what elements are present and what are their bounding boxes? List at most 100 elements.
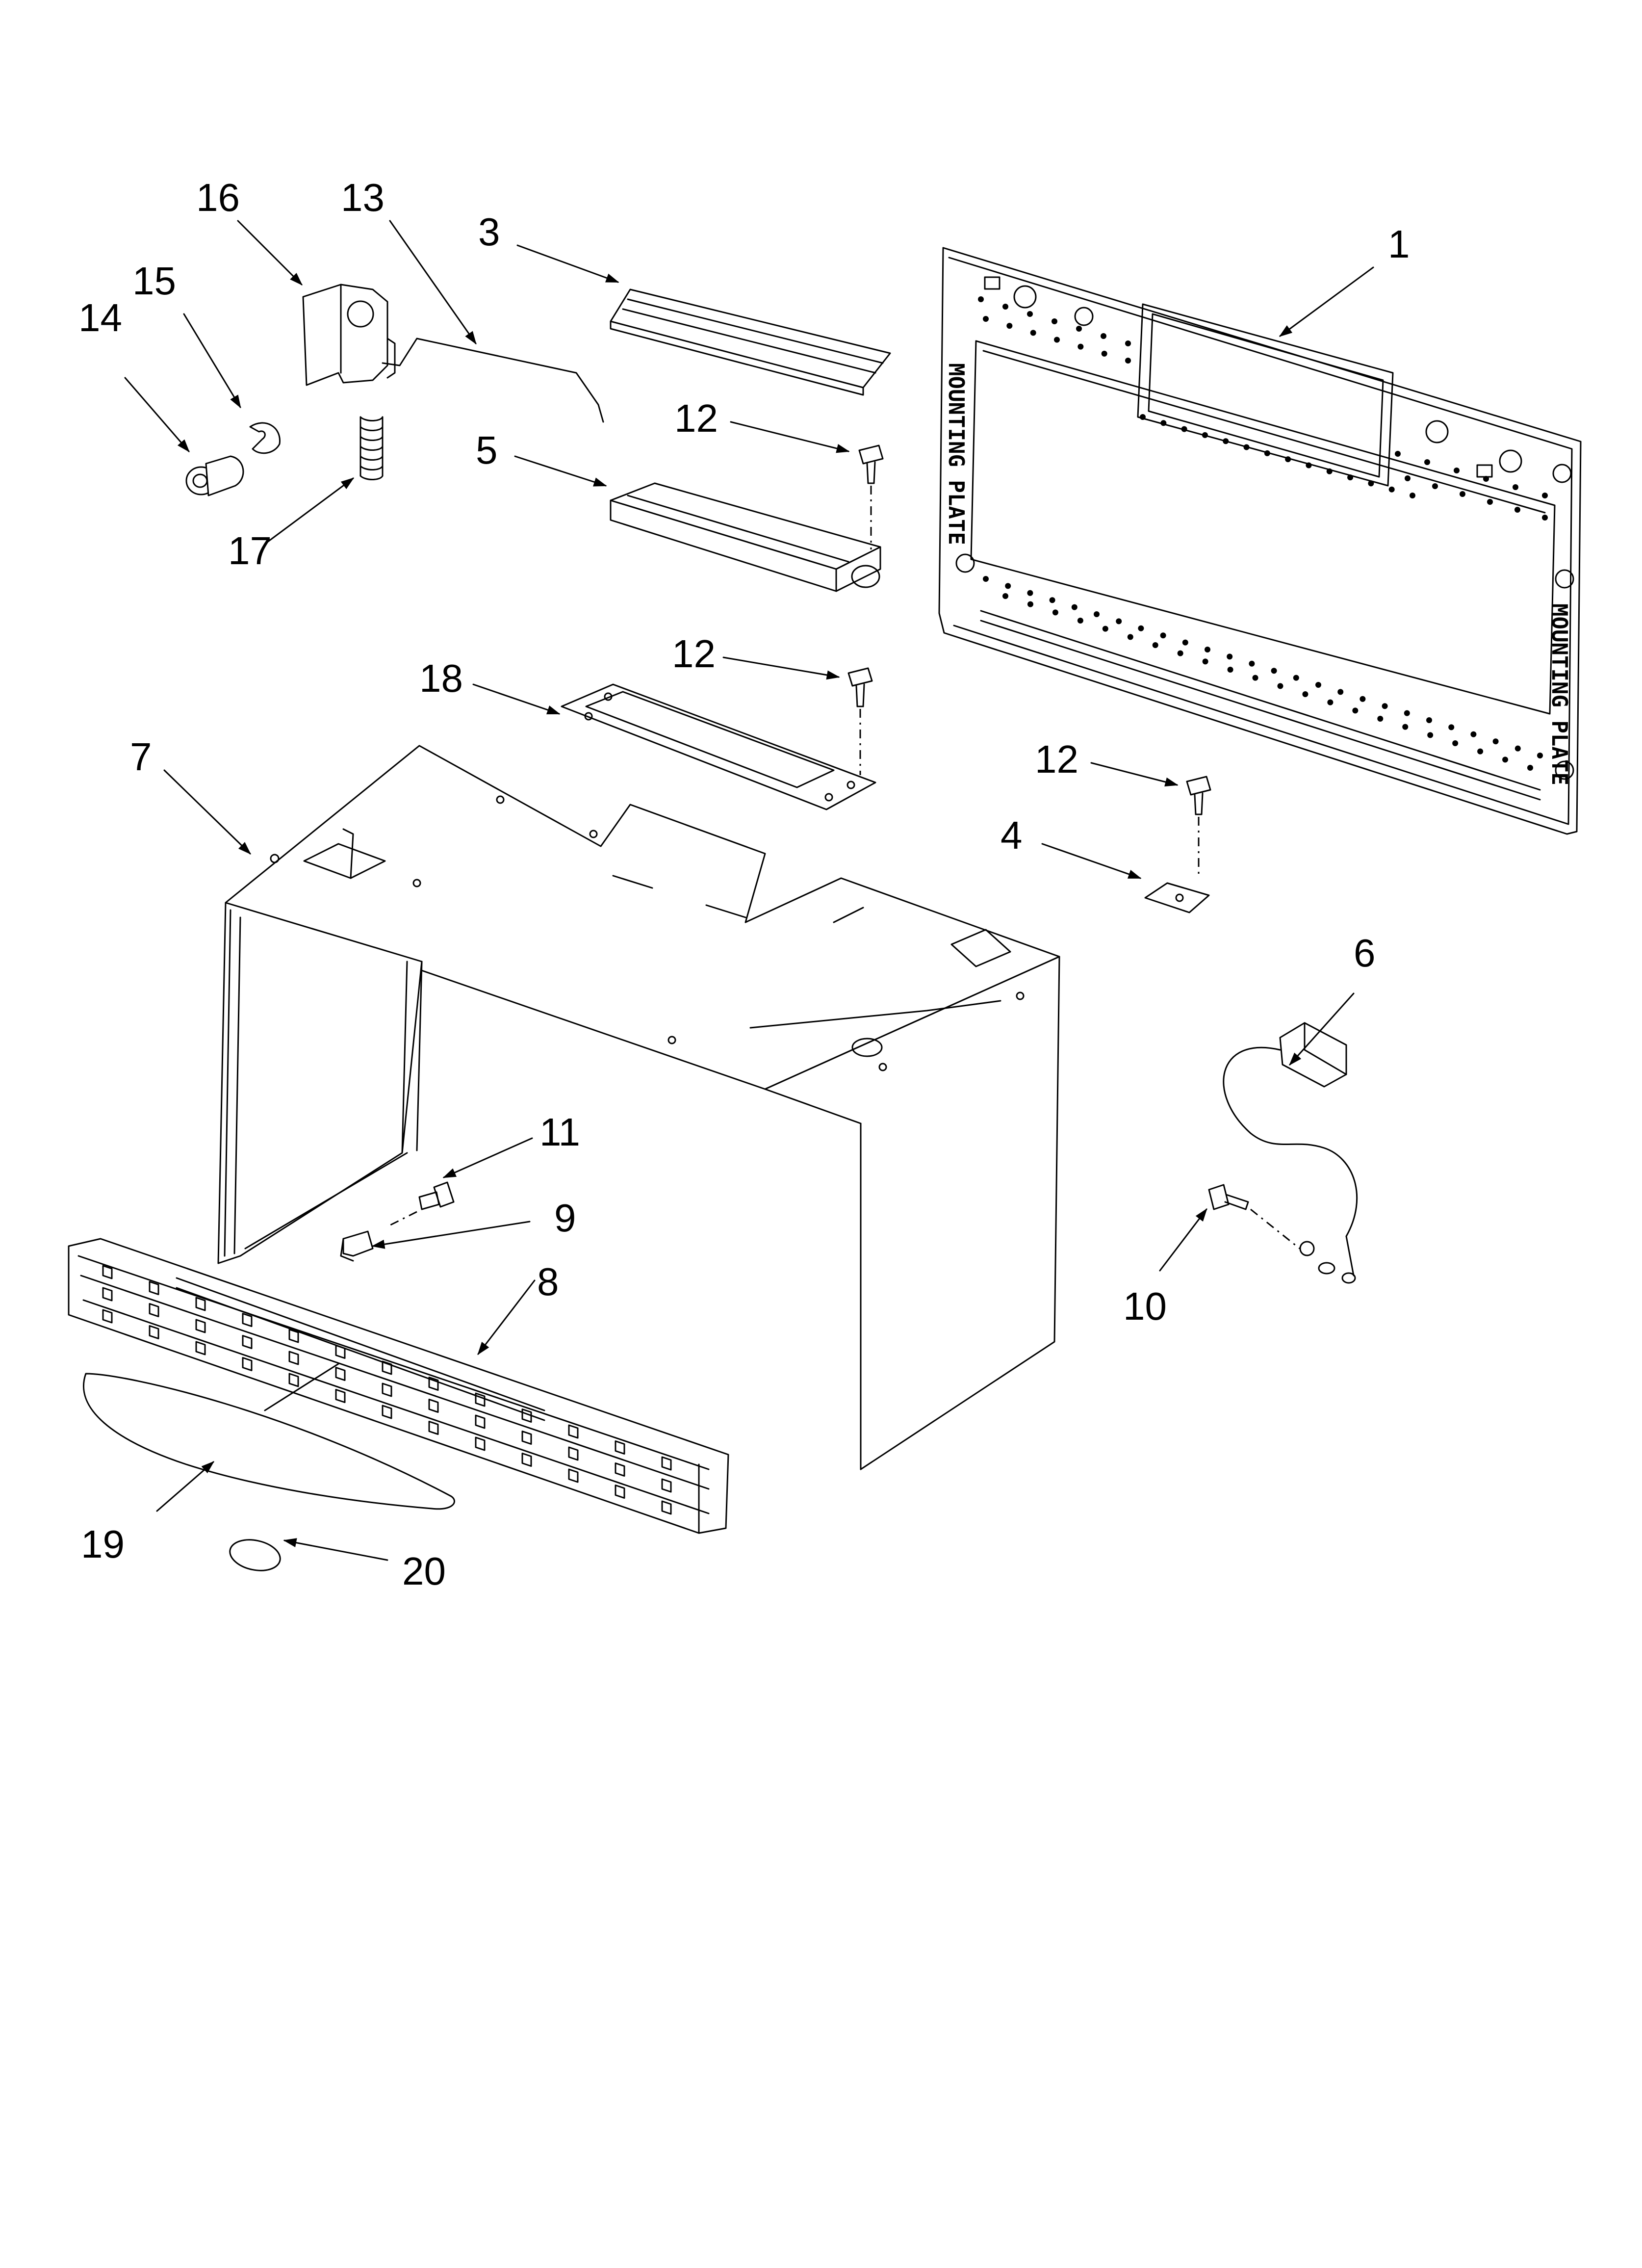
part-1-mounting-plate[interactable]: MOUNTING PLATE MOUNTING PLATE: [938, 247, 1582, 835]
grille-slot: [428, 1421, 439, 1435]
grille-slot: [335, 1389, 346, 1403]
plate-vent-hole: [1030, 330, 1036, 336]
plate-vent-hole: [1454, 468, 1460, 473]
plate-vent-hole: [1432, 483, 1438, 489]
plate-vent-hole: [1152, 642, 1158, 648]
plate-vent-hole: [1102, 626, 1108, 632]
part-3-rail[interactable]: [610, 288, 891, 396]
callout-11: 11: [539, 1110, 580, 1154]
part-14-knob[interactable]: [185, 455, 244, 496]
part-12-screw-a[interactable]: [858, 444, 884, 549]
callout-3: 3: [478, 210, 500, 254]
callout-12-c: 12: [1035, 737, 1078, 781]
grille-slot: [475, 1414, 486, 1429]
part-11-screw[interactable]: [387, 1181, 455, 1227]
grille-slot: [568, 1424, 579, 1439]
callout-12-a: 12: [674, 396, 718, 440]
callout-12-b: 12: [672, 632, 716, 676]
callout-13: 13: [341, 176, 385, 219]
grille-slot: [195, 1341, 206, 1356]
part-17-spring[interactable]: [359, 416, 384, 480]
callout-10: 10: [1123, 1284, 1167, 1328]
plate-vent-hole: [1492, 738, 1499, 745]
grille-slot: [615, 1440, 625, 1455]
grille-slot: [195, 1319, 206, 1333]
part-16-latch[interactable]: [302, 284, 396, 386]
callout-7: 7: [130, 735, 152, 779]
plate-vent-hole: [1182, 639, 1188, 646]
part-13-wire[interactable]: [382, 338, 604, 423]
plate-vent-hole: [1101, 333, 1106, 339]
plate-vent-hole: [1410, 493, 1415, 498]
plate-vent-hole: [1327, 699, 1334, 705]
part-4-clip[interactable]: [1144, 882, 1210, 913]
part-5-bracket[interactable]: [610, 482, 881, 592]
grille-slot: [382, 1360, 392, 1375]
grille-slot: [521, 1431, 532, 1445]
plate-vent-hole: [1293, 675, 1299, 681]
callout-14: 14: [78, 296, 122, 339]
plate-lower-label: MOUNTING PLATE: [1547, 603, 1572, 785]
callout-15: 15: [132, 259, 176, 303]
callout-4: 4: [1001, 813, 1023, 857]
part-10-screw[interactable]: [1208, 1184, 1300, 1250]
plate-vent-hole: [1002, 304, 1008, 310]
part-12-screw-c[interactable]: [1186, 776, 1211, 876]
part-6-cord[interactable]: [1223, 1022, 1358, 1284]
plate-vent-hole: [1426, 717, 1432, 723]
part-12-screw-b[interactable]: [847, 667, 873, 775]
plate-vent-hole: [1514, 507, 1520, 513]
plate-vent-hole: [1388, 486, 1395, 493]
plate-vent-hole: [1542, 515, 1548, 521]
plate-vent-hole: [1252, 675, 1258, 681]
plate-vent-hole: [983, 316, 989, 322]
grille-slot: [475, 1436, 486, 1451]
plate-vent-hole: [1368, 480, 1374, 487]
grille-slot: [475, 1392, 486, 1407]
grille-slot: [382, 1405, 392, 1419]
callout-1: 1: [1388, 222, 1410, 266]
callout-17: 17: [228, 529, 272, 573]
plate-vent-hole: [1277, 683, 1283, 689]
plate-vent-hole: [1101, 350, 1107, 357]
plate-vent-hole: [1027, 590, 1033, 596]
plate-vent-hole: [1382, 703, 1388, 709]
plate-vent-hole: [1527, 765, 1533, 771]
plate-vent-hole: [1271, 668, 1277, 674]
callout-18: 18: [419, 656, 463, 700]
plate-vent-hole: [1402, 724, 1409, 730]
grille-slot: [102, 1265, 113, 1279]
part-19-insert[interactable]: [83, 1363, 455, 1510]
grille-slot: [242, 1357, 253, 1371]
grille-slot: [102, 1309, 113, 1324]
plate-vent-hole: [1448, 724, 1455, 730]
grille-slot: [568, 1468, 579, 1483]
leader-lines: [124, 220, 1374, 1561]
plate-vent-hole: [1077, 618, 1083, 624]
plate-vent-hole: [1140, 414, 1146, 420]
callout-20: 20: [402, 1549, 446, 1593]
grille-slot: [428, 1377, 439, 1391]
plate-vent-hole: [1326, 468, 1333, 474]
plate-vent-hole: [1227, 667, 1233, 673]
part-7-cabinet[interactable]: [217, 745, 1060, 1470]
plate-vent-hole: [1052, 609, 1058, 616]
part-20-badge[interactable]: [227, 1536, 283, 1575]
plate-vent-hole: [1347, 474, 1354, 481]
grille-slot: [661, 1500, 672, 1515]
plate-vent-hole: [1513, 484, 1518, 490]
plate-vent-hole: [1502, 756, 1509, 763]
part-9-clip[interactable]: [340, 1230, 374, 1262]
grille-slot: [242, 1313, 253, 1327]
grille-slot: [568, 1446, 579, 1461]
plate-vent-hole: [1027, 311, 1033, 317]
plate-vent-hole: [1487, 499, 1493, 505]
plate-vent-hole: [1125, 340, 1131, 346]
part-15-clip[interactable]: [249, 422, 281, 454]
part-8-vent-grille[interactable]: [68, 1238, 729, 1534]
plate-vent-hole: [1264, 450, 1270, 456]
plate-vent-hole: [1127, 634, 1133, 640]
plate-vent-hole: [1249, 660, 1255, 667]
part-18-gasket[interactable]: [561, 683, 876, 810]
